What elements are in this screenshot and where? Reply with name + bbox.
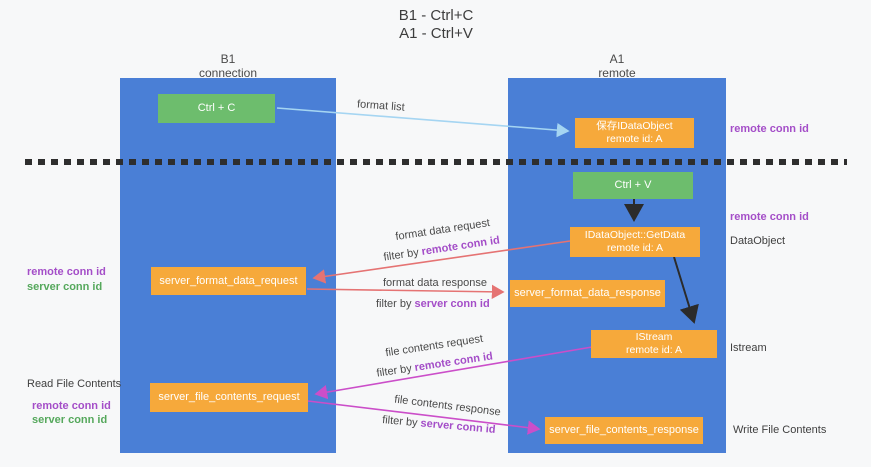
ctrl-v-label: Ctrl + V [614, 179, 652, 191]
istream-line1: IStream [635, 331, 673, 343]
left-remote-conn-id-label-1: remote conn id [27, 266, 106, 278]
server-format-data-response-label: server_format_data_response [514, 287, 661, 299]
istream-line2: remote id: A [625, 344, 683, 356]
istream-box: IStream remote id: A [591, 330, 717, 358]
left-server-conn-id-label-2: server conn id [32, 414, 108, 426]
ctrl-c-label: Ctrl + C [197, 102, 236, 114]
format-data-response-arrow [306, 284, 505, 300]
server-format-data-response-box: server_format_data_response [510, 280, 665, 307]
right-column-name: A1 [609, 52, 625, 66]
getdata-line2: remote id: A [606, 242, 664, 254]
right-remote-conn-id-label-1: remote conn id [730, 123, 809, 135]
write-file-contents-label: Write File Contents [733, 424, 827, 436]
server-file-contents-request-label: server_file_contents_request [158, 391, 300, 403]
getdata-line1: IDataObject::GetData [584, 229, 686, 241]
save-idataobject-box: 保存IDataObject remote id: A [575, 118, 694, 148]
dataobject-label: DataObject [730, 235, 786, 247]
server-file-contents-request-box: server_file_contents_request [150, 383, 308, 412]
remote-conn-id-highlight: remote conn id [413, 350, 494, 374]
left-server-conn-id-label-1: server conn id [27, 281, 103, 293]
title-line-1: B1 - Ctrl+C [398, 7, 474, 24]
filter-by-prefix: filter by [376, 298, 412, 310]
right-remote-conn-id-label-2: remote conn id [730, 211, 809, 223]
istream-side-label: Istream [730, 342, 767, 354]
dashed-divider [25, 159, 847, 165]
file-contents-response-label: file contents response [393, 393, 502, 419]
ctrl-c-box: Ctrl + C [158, 94, 275, 123]
format-data-response-label: format data response [383, 277, 487, 289]
save-idataobject-line1: 保存IDataObject [596, 120, 673, 132]
remote-conn-id-highlight: remote conn id [420, 234, 501, 258]
right-column-header: A1 remote [547, 52, 687, 80]
server-conn-id-highlight: server conn id [420, 417, 496, 436]
left-column-name: B1 [220, 52, 236, 66]
server-file-contents-response-label: server_file_contents_response [549, 424, 699, 436]
diagram-title: B1 - Ctrl+C A1 - Ctrl+V [300, 7, 572, 43]
filter-by-prefix: filter by [382, 246, 420, 264]
server-format-data-request-label: server_format_data_request [159, 274, 298, 287]
server-conn-id-highlight: server conn id [414, 298, 490, 310]
save-idataobject-line2: remote id: A [606, 133, 663, 145]
title-line-2: A1 - Ctrl+V [399, 25, 473, 42]
filter-by-prefix: filter by [375, 362, 413, 380]
read-file-contents-label: Read File Contents [27, 378, 122, 390]
ctrl-v-box: Ctrl + V [573, 172, 693, 199]
format-list-label: format list [356, 98, 406, 114]
left-column-header: B1 connection [158, 52, 298, 80]
server-format-data-request-box: server_format_data_request [151, 267, 306, 295]
filter-by-prefix: filter by [381, 414, 419, 430]
server-file-contents-response-box: server_file_contents_response [545, 417, 703, 444]
left-remote-conn-id-label-2: remote conn id [32, 400, 111, 412]
idataobject-getdata-box: IDataObject::GetData remote id: A [570, 227, 700, 257]
left-column-role: connection [198, 66, 258, 80]
right-column-role: remote [598, 66, 636, 80]
